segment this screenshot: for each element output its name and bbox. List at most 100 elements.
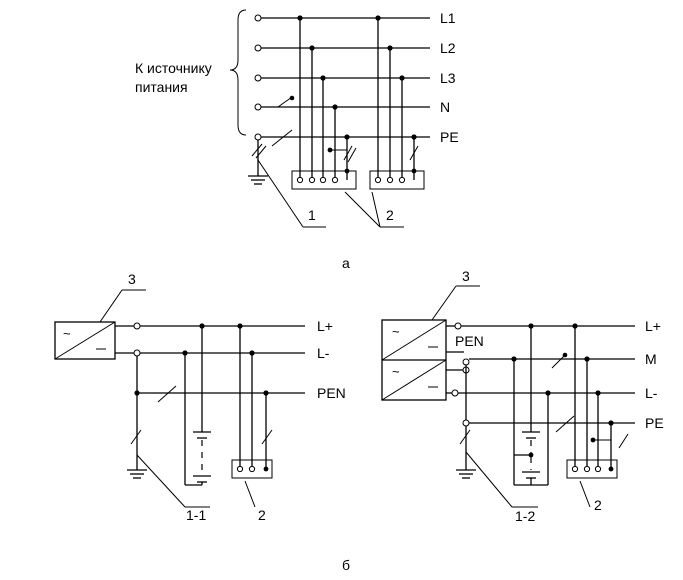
ac-symbol: ~ (392, 364, 400, 379)
terminal (133, 322, 141, 330)
pe-break-mark (271, 129, 293, 147)
junction (545, 390, 551, 396)
junction (263, 390, 269, 396)
junction (608, 466, 614, 472)
break-mark (343, 145, 353, 161)
term (398, 176, 406, 184)
callout-2-right-label: 2 (594, 497, 602, 513)
source-diagonal-1 (381, 319, 447, 361)
junction (237, 323, 243, 329)
term (571, 465, 579, 473)
callout-2-label: 2 (386, 207, 394, 223)
term (248, 465, 256, 473)
leader-1 (257, 159, 304, 228)
bus-label-l2: L2 (440, 40, 456, 56)
junction (528, 323, 534, 329)
junction (332, 104, 338, 110)
leader-3 (99, 289, 123, 323)
bus-label-pe-right: PE (645, 415, 664, 431)
pen-label-right: PEN (455, 333, 484, 349)
source-label-line1: К источнику (135, 60, 212, 76)
callouts-a (257, 159, 404, 228)
bus-label-n: N (440, 99, 450, 115)
callout-1-label: 1 (308, 207, 316, 223)
callout-1-1-label: 1-1 (186, 507, 206, 523)
break-mark (409, 145, 419, 161)
battery-right (511, 323, 551, 486)
ground-left (127, 429, 147, 479)
junction (309, 45, 315, 51)
bus-label-lplus-right: L+ (645, 318, 661, 334)
diagram-b-left: ~ 3 L+ L- PEN (54, 271, 346, 523)
junction (590, 437, 596, 443)
source-diagonal-2 (381, 359, 447, 401)
leader-2a (344, 191, 381, 228)
callout-2-left-label: 2 (258, 507, 266, 523)
source-number-left: 3 (128, 271, 136, 287)
leader-1-2 (465, 451, 513, 508)
junction (584, 356, 590, 362)
receiver-b-right-box (566, 459, 618, 479)
caption-a: а (342, 255, 350, 271)
junction (182, 350, 188, 356)
term (594, 465, 602, 473)
junction (608, 420, 614, 426)
terminal (451, 389, 459, 397)
receiver-a1-box (291, 170, 357, 190)
junction (344, 134, 350, 140)
junction (249, 350, 255, 356)
bus-label-lminus-right: L- (645, 385, 658, 401)
ac-symbol: ~ (392, 324, 400, 339)
junction (375, 15, 381, 21)
terminal-l2 (254, 44, 262, 52)
break-mark (261, 429, 273, 445)
bus-label-pe: PE (440, 129, 459, 145)
diagram-a: К источнику питания L1 L2 L3 N PE (135, 9, 459, 271)
receiver-a1 (291, 15, 357, 190)
receiver-a2-box (369, 170, 425, 190)
junction (399, 75, 405, 81)
junction (595, 390, 601, 396)
junction (327, 147, 333, 153)
break-mark (618, 433, 629, 449)
terminal-pe (254, 133, 262, 141)
term (583, 465, 591, 473)
bus-label-m: M (645, 351, 657, 367)
term (236, 465, 244, 473)
junction (572, 323, 578, 329)
leader-2 (579, 480, 591, 508)
terminal-n (254, 103, 262, 111)
pe-break-mark-right (555, 415, 575, 433)
leader-2 (244, 480, 256, 508)
receiver-b-left-box (231, 459, 273, 479)
leader-3 (431, 285, 457, 321)
bus-label-l3: L3 (440, 70, 456, 86)
source-number-right: 3 (462, 268, 470, 284)
terminal-l1 (254, 14, 262, 22)
caption-b: б (342, 557, 350, 573)
receiver-a2 (369, 15, 425, 190)
break-mark (130, 429, 142, 445)
junction (297, 15, 303, 21)
term (331, 176, 339, 184)
ground-break-2 (255, 145, 267, 159)
terminal (454, 322, 462, 330)
junction (511, 356, 517, 362)
terminal (133, 349, 141, 357)
ac-symbol: ~ (63, 326, 71, 341)
source-diagonal (54, 321, 116, 360)
n-switch-dot (289, 95, 295, 101)
terminal-m (462, 358, 470, 366)
receiver-b-right (566, 323, 629, 479)
leader-2b (371, 191, 381, 228)
n-switch-mark (277, 96, 293, 108)
source-brace (229, 9, 247, 136)
junction (199, 323, 205, 329)
source-label-line2: питания (135, 79, 188, 95)
pen-break-mark (157, 385, 177, 403)
bus-label-lminus-left: L- (317, 345, 330, 361)
source-box-left (54, 321, 116, 360)
junction (134, 390, 140, 396)
ground-break-1 (251, 143, 263, 157)
